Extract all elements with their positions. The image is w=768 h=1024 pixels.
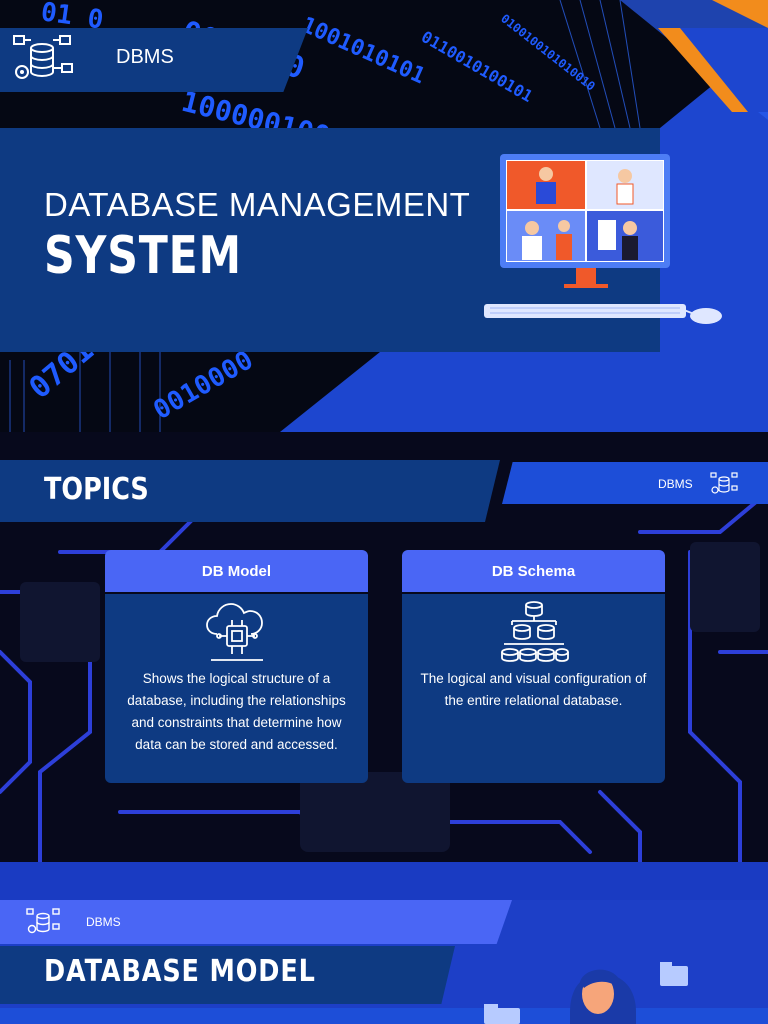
dbmodel-brand-band xyxy=(0,900,512,944)
database-settings-icon xyxy=(710,472,738,494)
card-description: Shows the logical structure of a databas… xyxy=(127,671,346,752)
database-tree-icon xyxy=(501,601,569,662)
orange-corner-decoration xyxy=(658,0,768,112)
woman-illustration xyxy=(484,962,688,1024)
dbmodel-title-band xyxy=(0,946,455,1004)
card-body: The logical and visual configuration of … xyxy=(402,594,665,783)
hero-section: 0010100 1001010101 1000001001 0110010100… xyxy=(0,0,768,432)
card-heading: DB Schema xyxy=(402,550,665,592)
topics-title: TOPICS xyxy=(44,472,149,507)
topics-side-band xyxy=(502,462,768,504)
database-model-section: DBMS DATABASE MODEL xyxy=(0,862,768,1024)
cloud-chip-icon xyxy=(206,603,263,661)
card-heading: DB Model xyxy=(105,550,368,592)
hero-title-line1: DATABASE MANAGEMENT xyxy=(44,186,471,223)
database-settings-icon xyxy=(26,908,60,934)
card-description: The logical and visual configuration of … xyxy=(420,671,647,708)
video-call-computer-illustration xyxy=(484,154,722,324)
topics-title-band xyxy=(0,460,500,522)
hero-title-line2: SYSTEM xyxy=(44,226,242,286)
brand-label: DBMS xyxy=(116,46,174,68)
circuit-background xyxy=(0,490,768,862)
topics-side-label: DBMS xyxy=(658,477,693,491)
dbmodel-brand-label: DBMS xyxy=(86,915,121,929)
card-body: Shows the logical structure of a databas… xyxy=(105,594,368,783)
database-settings-icon xyxy=(13,35,73,79)
topics-section: TOPICS DBMS DB Model xyxy=(0,432,768,862)
section-top-strip xyxy=(0,862,768,900)
brand-bar xyxy=(0,28,308,92)
dbmodel-title: DATABASE MODEL xyxy=(44,954,316,989)
